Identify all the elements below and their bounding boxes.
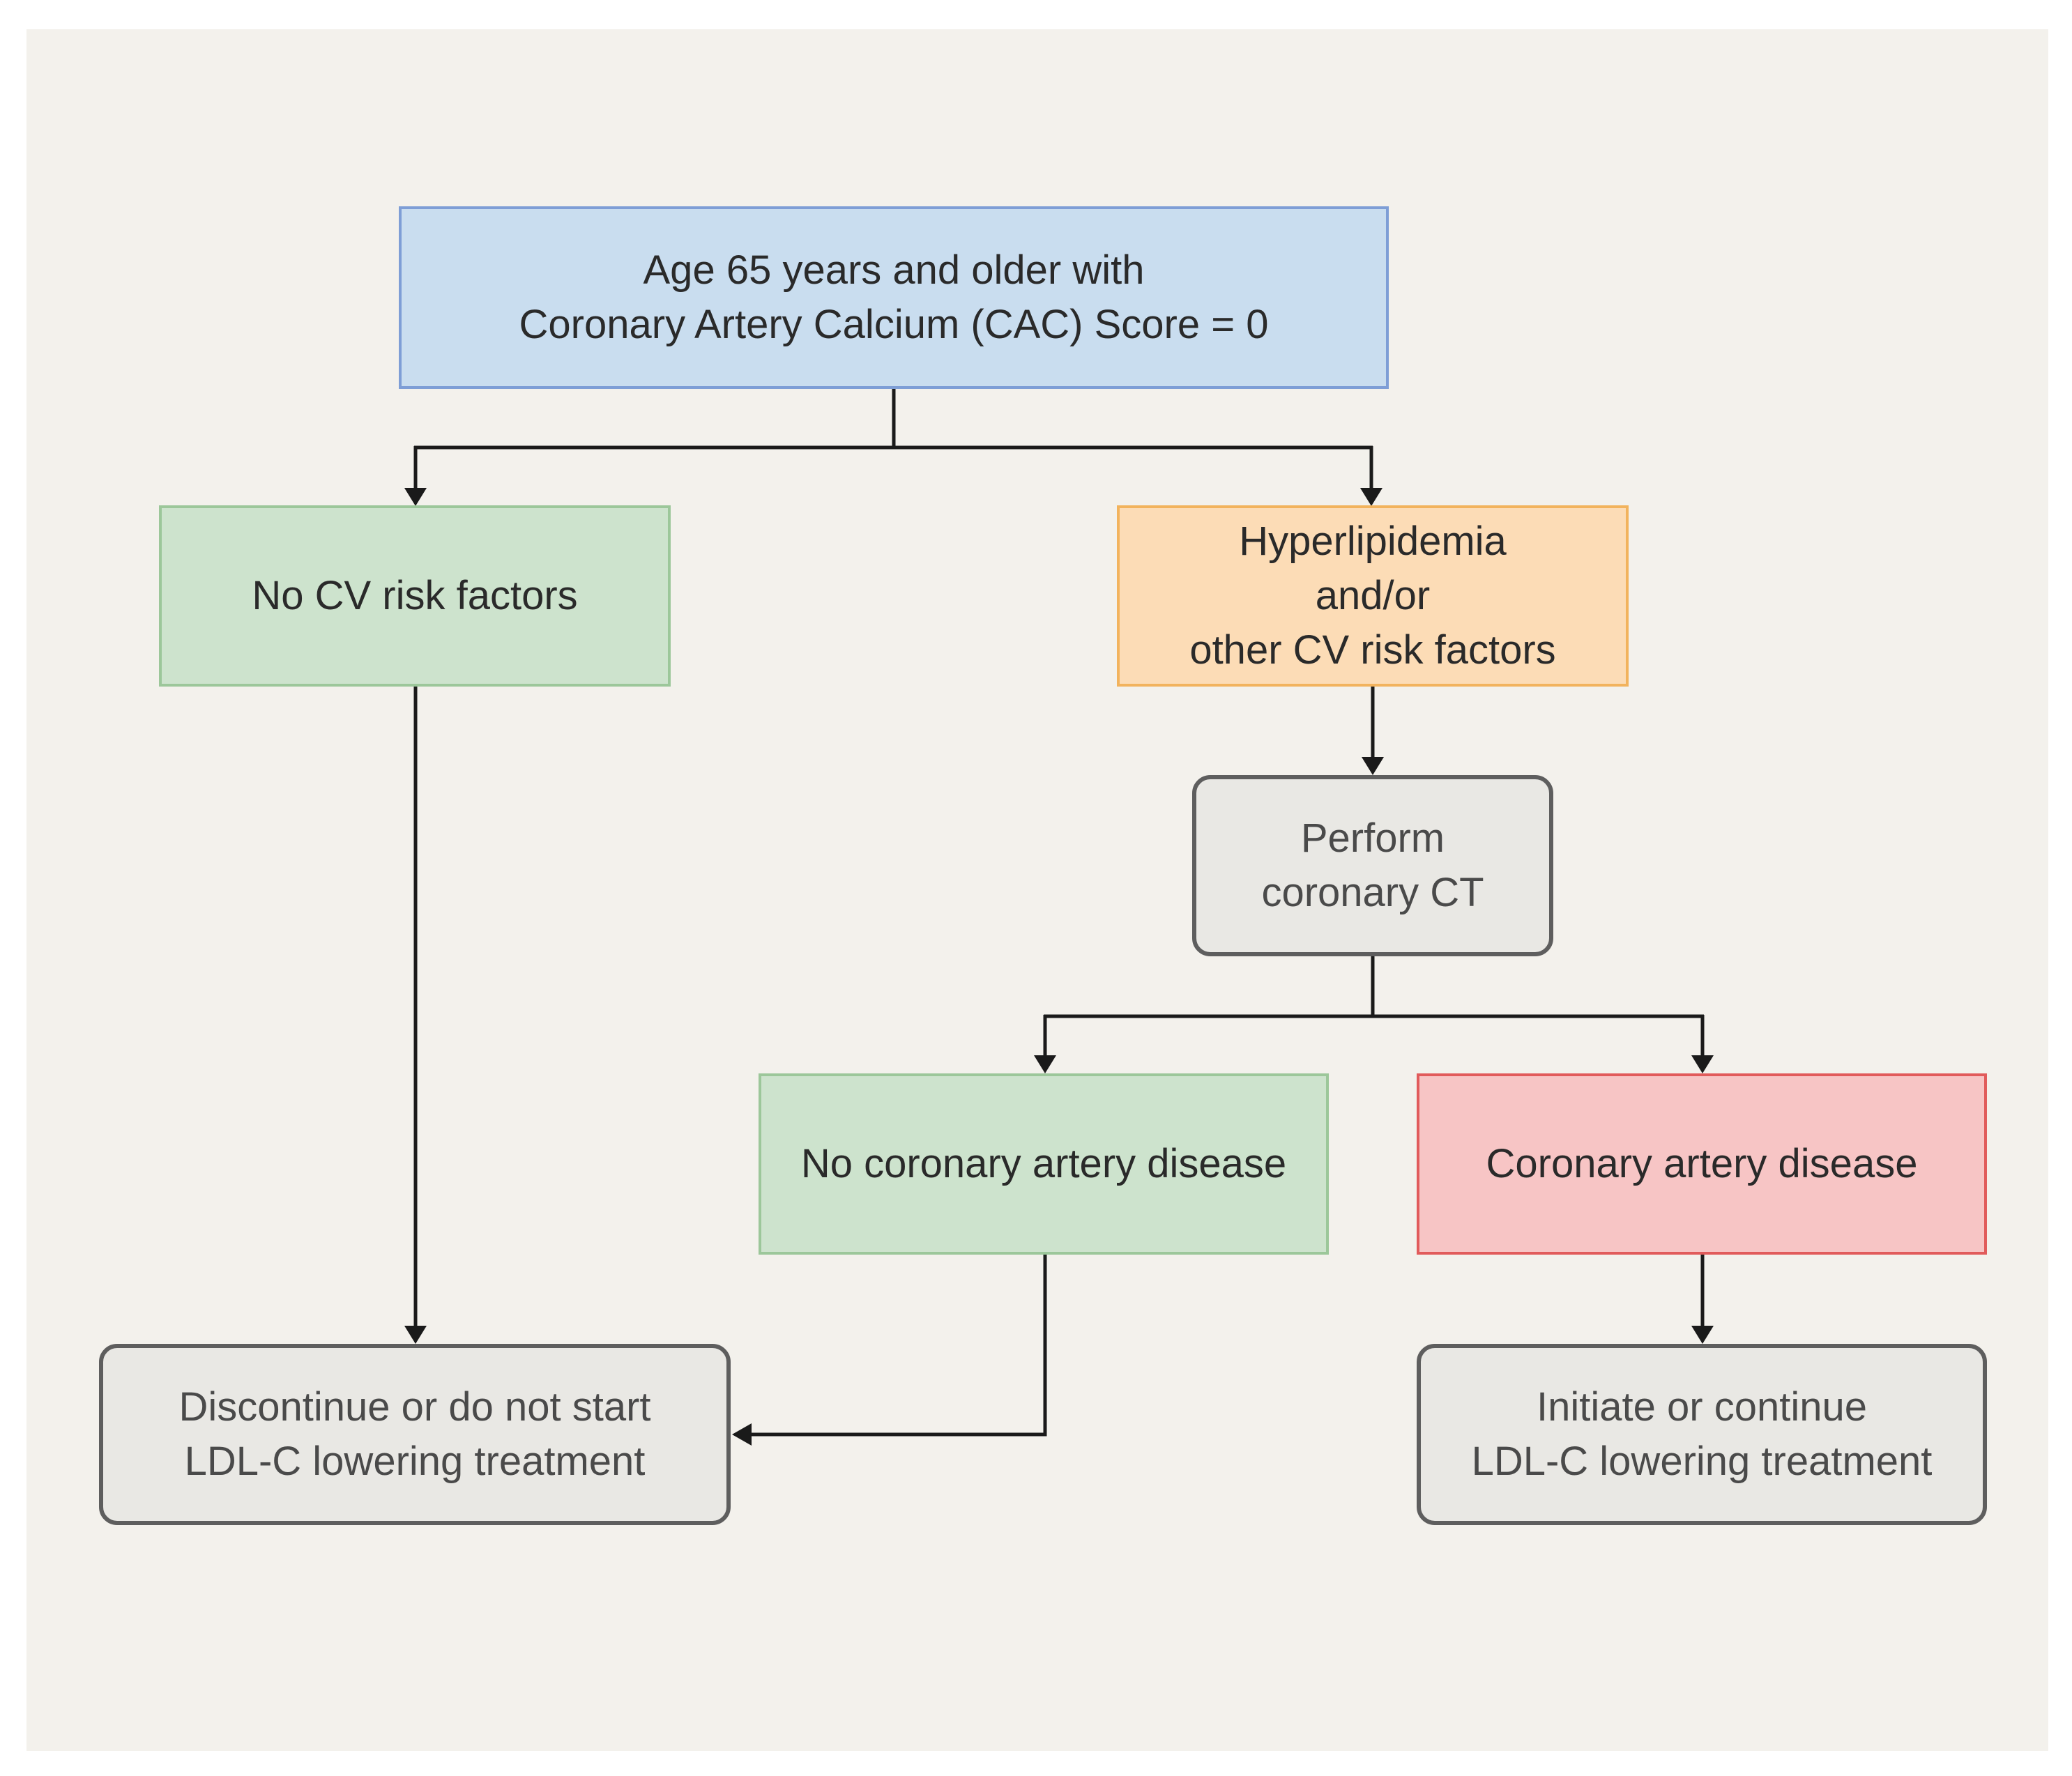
arrowhead-perform-ct bbox=[1362, 757, 1384, 775]
initiate-line-1: Initiate or continue bbox=[1537, 1384, 1867, 1430]
start-node-line-1: Age 65 years and older with bbox=[643, 247, 1145, 293]
hyperlipidemia-node: Hyperlipidemia and/or other CV risk fact… bbox=[1117, 505, 1629, 687]
hyperlipidemia-line-3: other CV risk factors bbox=[1189, 627, 1556, 673]
no-cad-label: No coronary artery disease bbox=[800, 1141, 1287, 1186]
start-node-line-2: Coronary Artery Calcium (CAC) Score = 0 bbox=[519, 302, 1269, 347]
no-risk-factors-node: No CV risk factors bbox=[159, 505, 671, 687]
discontinue-line-1: Discontinue or do not start bbox=[178, 1384, 651, 1430]
perform-ct-line-1: Perform bbox=[1300, 816, 1445, 861]
discontinue-node: Discontinue or do not start LDL-C loweri… bbox=[99, 1344, 731, 1525]
arrowhead-discontinue-from-no-risk bbox=[404, 1326, 427, 1344]
arrowhead-discontinue-from-no-cad bbox=[732, 1423, 752, 1446]
perform-ct-line-2: coronary CT bbox=[1261, 870, 1484, 915]
arrowhead-no-cad bbox=[1034, 1055, 1056, 1073]
arrowhead-cad bbox=[1691, 1055, 1714, 1073]
cad-node: Coronary artery disease bbox=[1417, 1073, 1987, 1255]
arrowhead-no-risk bbox=[404, 488, 427, 506]
start-node: Age 65 years and older with Coronary Art… bbox=[399, 206, 1389, 389]
cad-label: Coronary artery disease bbox=[1486, 1141, 1918, 1186]
no-cad-node: No coronary artery disease bbox=[759, 1073, 1329, 1255]
no-risk-factors-label: No CV risk factors bbox=[252, 573, 578, 618]
perform-ct-node: Perform coronary CT bbox=[1192, 775, 1553, 956]
arrowhead-hyperlipidemia bbox=[1360, 488, 1382, 506]
initiate-node: Initiate or continue LDL-C lowering trea… bbox=[1417, 1344, 1987, 1525]
initiate-line-2: LDL-C lowering treatment bbox=[1471, 1439, 1933, 1484]
hyperlipidemia-line-2: and/or bbox=[1315, 573, 1431, 618]
discontinue-line-2: LDL-C lowering treatment bbox=[184, 1439, 646, 1484]
hyperlipidemia-line-1: Hyperlipidemia bbox=[1239, 519, 1507, 564]
arrow-no-cad-to-discontinue bbox=[750, 1255, 1047, 1437]
arrowhead-initiate bbox=[1691, 1326, 1714, 1344]
